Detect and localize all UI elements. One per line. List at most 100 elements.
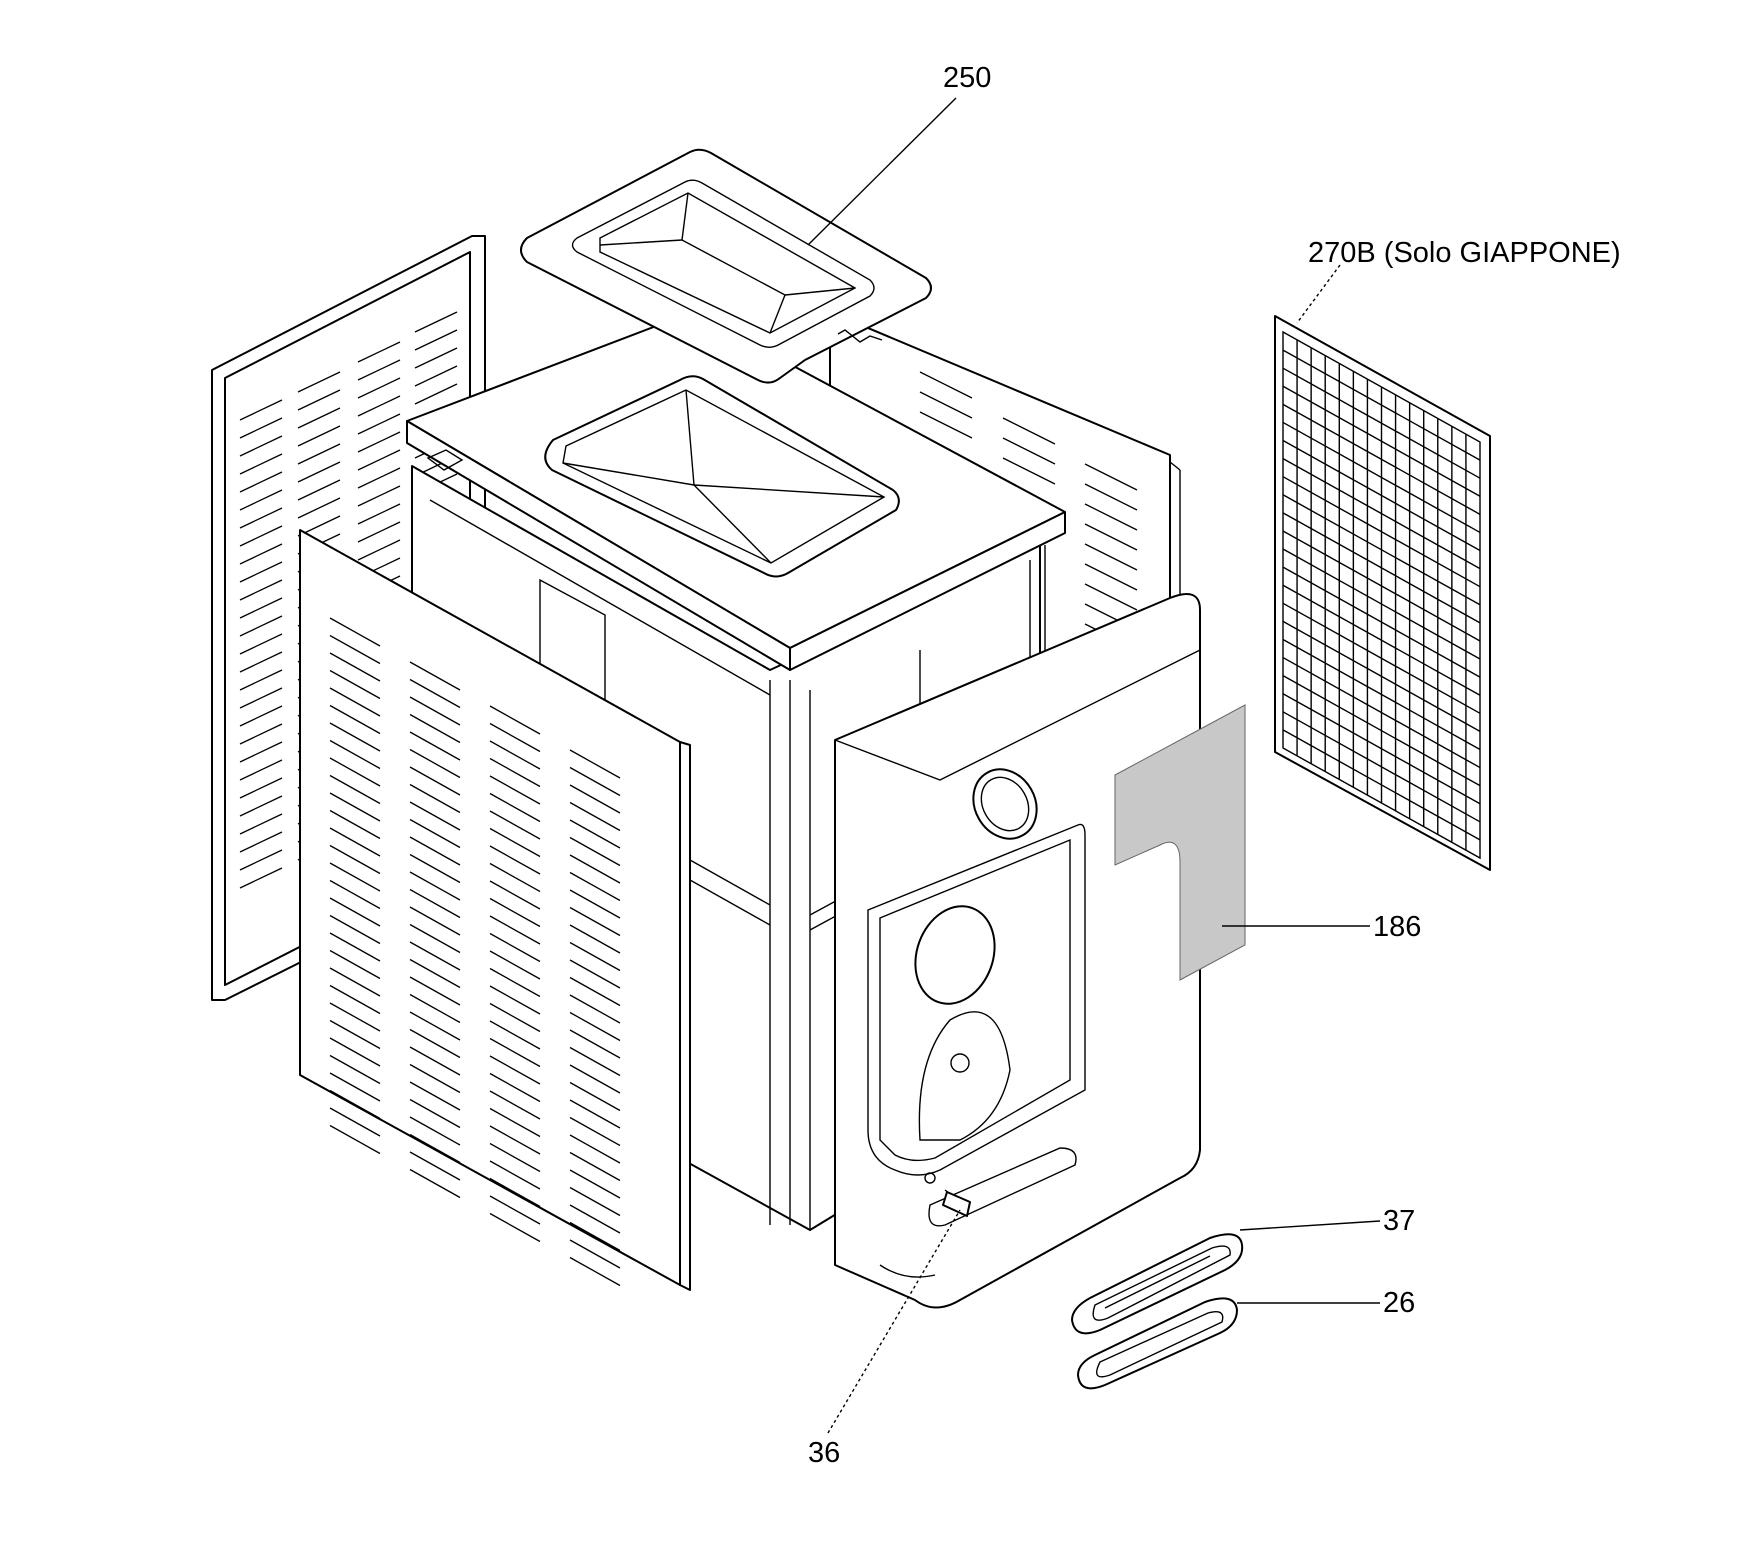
undefined: [414, 365, 458, 387]
undefined: [239, 831, 283, 853]
undefined: [297, 371, 341, 393]
undefined: [569, 1064, 621, 1094]
undefined: [329, 792, 381, 822]
grid-line-horizontal: [1282, 548, 1481, 660]
undefined: [329, 844, 381, 875]
undefined: [357, 467, 401, 489]
undefined: [489, 810, 541, 840]
undefined: [919, 411, 973, 439]
undefined: [489, 1002, 541, 1033]
undefined: [489, 1142, 541, 1173]
undefined: [569, 1256, 621, 1287]
undefined: [489, 967, 541, 998]
undefined: [409, 1098, 461, 1129]
undefined: [239, 813, 283, 835]
undefined: [569, 1116, 621, 1147]
undefined: [329, 1072, 381, 1102]
undefined: [357, 449, 401, 471]
undefined: [239, 867, 283, 889]
undefined: [569, 1029, 621, 1059]
undefined: [489, 775, 541, 805]
front-louvered-panel: [299, 529, 691, 1291]
grid-line-horizontal: [1282, 421, 1481, 534]
undefined: [1084, 543, 1138, 571]
undefined: [489, 985, 541, 1015]
undefined: [409, 713, 461, 744]
undefined: [239, 633, 283, 655]
undefined: [329, 862, 381, 892]
undefined: [409, 871, 461, 901]
undefined: [1084, 463, 1138, 491]
undefined: [489, 722, 541, 753]
grid-line-horizontal: [1282, 457, 1481, 570]
undefined: [489, 1020, 541, 1050]
undefined: [239, 777, 283, 799]
undefined: [329, 897, 381, 927]
grid-line-horizontal: [1282, 367, 1481, 479]
undefined: [239, 669, 283, 691]
grid-line-horizontal: [1282, 693, 1481, 805]
undefined: [489, 845, 541, 875]
drip-tray-part-26: [1077, 1297, 1238, 1390]
grid-line-horizontal: [1282, 675, 1481, 787]
rear-housing: [834, 593, 1201, 1309]
grid-line-horizontal: [1282, 656, 1481, 769]
callout-250: 250: [943, 62, 991, 94]
undefined: [297, 461, 341, 483]
undefined: [569, 1151, 621, 1182]
undefined: [329, 687, 381, 717]
undefined: [409, 1011, 461, 1041]
undefined: [409, 783, 461, 814]
undefined: [297, 479, 341, 501]
undefined: [297, 425, 341, 447]
undefined: [569, 1186, 621, 1217]
undefined: [489, 1072, 541, 1103]
undefined: [569, 1011, 621, 1042]
grid-line-horizontal: [1282, 584, 1481, 696]
undefined: [489, 1037, 541, 1068]
callout-37: 37: [1383, 1205, 1415, 1237]
undefined: [329, 1037, 381, 1067]
undefined: [239, 543, 283, 565]
leader-lines: [807, 97, 1381, 1434]
undefined: [329, 1107, 381, 1137]
undefined: [414, 329, 458, 351]
undefined: [297, 443, 341, 465]
grid-line-horizontal: [1282, 620, 1481, 733]
undefined: [329, 809, 381, 840]
undefined: [489, 1177, 541, 1208]
undefined: [239, 687, 283, 709]
grid-line-horizontal: [1282, 729, 1481, 841]
undefined: [569, 854, 621, 884]
grid-line-horizontal: [1282, 439, 1481, 552]
undefined: [489, 1055, 541, 1085]
undefined: [239, 723, 283, 745]
callout-270b: 270B (Solo GIAPPONE): [1308, 237, 1621, 269]
callout-36: 36: [808, 1437, 840, 1469]
undefined: [1002, 457, 1056, 485]
undefined: [1084, 503, 1138, 531]
undefined: [239, 417, 283, 439]
undefined: [297, 407, 341, 429]
top-cover: [406, 311, 1066, 671]
undefined: [329, 652, 381, 682]
undefined: [329, 1089, 381, 1120]
grid-line-horizontal: [1282, 512, 1481, 624]
undefined: [1084, 483, 1138, 511]
undefined: [239, 525, 283, 547]
grid-line-horizontal: [1282, 602, 1481, 714]
grid-line-horizontal: [1282, 711, 1481, 823]
undefined: [414, 347, 458, 369]
undefined: [329, 757, 381, 787]
undefined: [569, 836, 621, 867]
grid-line-horizontal: [1282, 403, 1481, 515]
gasket-part-186: [1114, 704, 1246, 981]
undefined: [409, 748, 461, 779]
undefined: [569, 784, 621, 814]
undefined: [409, 1168, 461, 1199]
undefined: [409, 906, 461, 936]
undefined: [329, 827, 381, 857]
undefined: [489, 880, 541, 910]
undefined: [1002, 437, 1056, 465]
